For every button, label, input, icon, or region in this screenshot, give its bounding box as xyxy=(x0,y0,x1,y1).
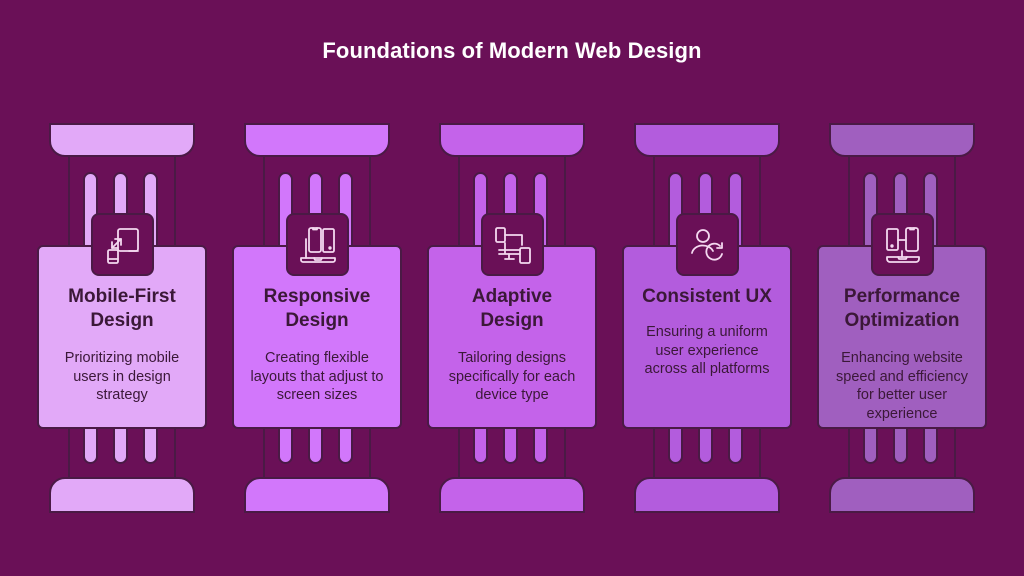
shaft-line xyxy=(848,428,850,478)
shaft-line xyxy=(458,157,460,247)
pillar-3: Adaptive Design Tailoring designs specifi… xyxy=(427,0,627,576)
shaft-line xyxy=(564,157,566,247)
shaft-line xyxy=(458,428,460,478)
shaft-line xyxy=(564,428,566,478)
shaft-line xyxy=(848,157,850,247)
description-line: device type xyxy=(475,387,549,403)
pillar-base xyxy=(634,477,780,513)
description-line: speed and efficiency xyxy=(836,368,968,385)
pillar-4: Consistent UX Ensuring a uniform user exp… xyxy=(622,0,822,576)
pillar-description: Ensuring a uniform user experience across … xyxy=(630,323,784,379)
pillar-title: Adaptive Design xyxy=(433,285,591,333)
pillar-capital xyxy=(439,123,585,157)
pillar-base xyxy=(829,477,975,513)
description-line: Creating flexible xyxy=(265,350,369,366)
pillar-capital xyxy=(634,123,780,157)
description-line: specifically for each xyxy=(448,368,576,385)
pillar-title-line: Design xyxy=(285,310,349,331)
description-line: across all platforms xyxy=(644,361,770,377)
description-line: Enhancing website xyxy=(841,350,963,366)
pillar-description: Creating flexible layouts that adjust to s… xyxy=(240,349,394,405)
pillar-title: Performance Optimization xyxy=(823,285,981,333)
device-sync-icon xyxy=(871,213,934,276)
multi-device-icon xyxy=(286,213,349,276)
pillar-base xyxy=(244,477,390,513)
pillar-5: Performance Optimization Enhancing websi… xyxy=(817,0,1017,576)
pillar-title: Responsive Design xyxy=(238,285,396,333)
shaft-line xyxy=(369,428,371,478)
shaft-line xyxy=(653,428,655,478)
shaft-line xyxy=(174,428,176,478)
pillar-title: Mobile-First Design xyxy=(43,285,201,333)
shaft-line xyxy=(263,428,265,478)
connected-devices-icon xyxy=(481,213,544,276)
pillar-title-line: Mobile-First xyxy=(68,286,176,307)
pillar-base xyxy=(439,477,585,513)
description-line: for better user xyxy=(856,387,948,403)
pillar-base xyxy=(49,477,195,513)
description-line: user experience xyxy=(655,342,759,359)
shaft-line xyxy=(759,428,761,478)
description-line: Tailoring designs xyxy=(457,350,566,366)
shaft-line xyxy=(653,157,655,247)
pillar-card: Adaptive Design Tailoring designs specifi… xyxy=(427,245,597,429)
pillar-capital xyxy=(829,123,975,157)
pillar-title-line: Adaptive xyxy=(471,286,553,307)
user-sync-icon xyxy=(676,213,739,276)
pillar-title-line: Design xyxy=(480,310,544,331)
pillar-title-line: Performance xyxy=(843,286,961,307)
shaft-line xyxy=(174,157,176,247)
description-line: Ensuring a uniform xyxy=(646,324,768,340)
pillar-1: Mobile-First Design Prioritizing mobile u… xyxy=(37,0,237,576)
description-line: screen sizes xyxy=(276,387,358,403)
pillar-title-line: Design xyxy=(90,310,154,331)
description-line: Prioritizing mobile xyxy=(64,350,180,366)
pillar-title-line: Optimization xyxy=(844,310,960,331)
pillar-title-line: Consistent UX xyxy=(642,286,772,307)
shaft-line xyxy=(263,157,265,247)
pillar-title-line: Responsive xyxy=(263,286,371,307)
shaft-line xyxy=(759,157,761,247)
diagram-title: Foundations of Modern Web Design xyxy=(322,38,702,63)
pillar-card: Consistent UX Ensuring a uniform user exp… xyxy=(622,245,792,429)
pillar-description: Enhancing website speed and efficiency for… xyxy=(825,349,979,423)
description-line: experience xyxy=(866,405,938,422)
description-line: strategy xyxy=(96,387,148,403)
pillar-capital xyxy=(49,123,195,157)
pillar-2: Responsive Design Creating flexible layou… xyxy=(232,0,432,576)
shaft-line xyxy=(954,157,956,247)
pillar-description: Tailoring designs specifically for each de… xyxy=(435,349,589,405)
pillar-capital xyxy=(244,123,390,157)
mobile-resize-icon xyxy=(91,213,154,276)
description-line: layouts that adjust to xyxy=(250,368,384,385)
pillar-description: Prioritizing mobile users in design strate… xyxy=(45,349,199,405)
pillar-title: Consistent UX xyxy=(628,285,786,309)
description-line: users in design xyxy=(73,368,171,385)
shaft-line xyxy=(68,428,70,478)
shaft-line xyxy=(369,157,371,247)
shaft-line xyxy=(68,157,70,247)
shaft-line xyxy=(954,428,956,478)
